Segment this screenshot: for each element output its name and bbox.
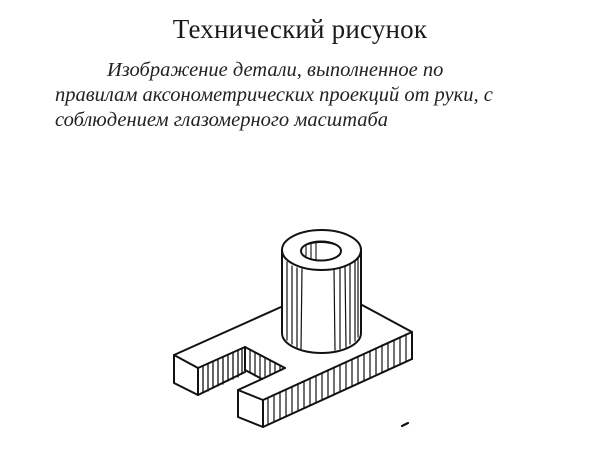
hatching-hole (305, 241, 337, 261)
cylinder-boss (281, 229, 362, 354)
hatching-left-prong (202, 347, 243, 394)
definition-line-3: соблюдением глазомерного масштаба (55, 109, 389, 131)
definition-text: Изображение детали, выполненное по прави… (55, 58, 555, 133)
hatching-slot-wall (249, 349, 281, 379)
hatching-front-face (267, 333, 407, 426)
definition-line-1: Изображение детали, выполненное по (107, 59, 444, 81)
definition-line-2: правилам аксонометрических проекций от р… (55, 84, 493, 106)
hatching-cylinder (286, 257, 359, 351)
slide-title: Технический рисунок (172, 14, 428, 44)
stray-mark (400, 421, 410, 428)
